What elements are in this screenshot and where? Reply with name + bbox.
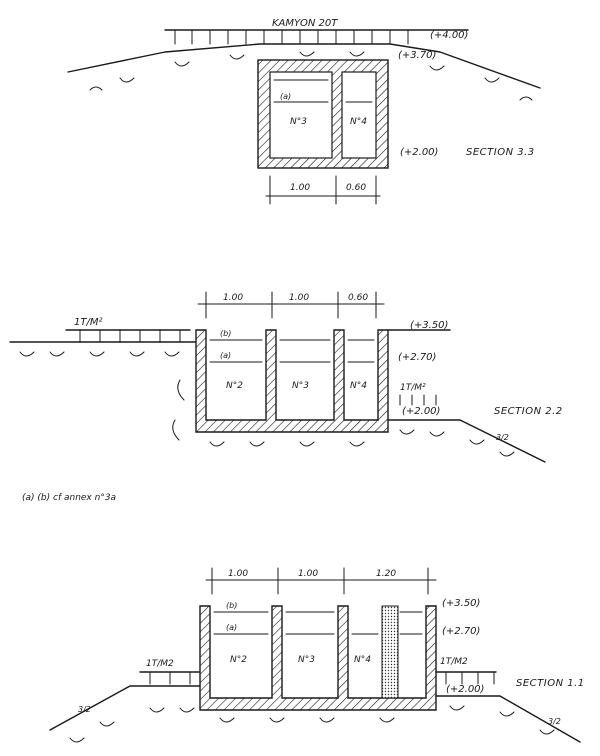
culvert-box-3-3: (a) N°3 N°4: [257, 59, 389, 169]
soil-marks: [69, 705, 555, 743]
reinforced-wall: [381, 605, 399, 699]
load-label-right: 1T/M²: [400, 383, 426, 393]
dim-2: 1.00: [289, 293, 309, 303]
dim-3: 0.60: [348, 293, 368, 303]
soil-marks: [89, 51, 533, 101]
level-mid: (+2.70): [398, 352, 436, 363]
section-2-2: 1.00 1.00 0.60 1T/M² (b) (a) N°2 N°3 N°4: [9, 291, 563, 463]
level-b-label: (b): [220, 329, 231, 338]
soil-marks: [209, 429, 515, 457]
level-bottom: (+2.00): [446, 684, 484, 695]
annex-note: (a) (b) cf annex n°3a: [22, 493, 116, 503]
slope-right-label: 3/2: [548, 717, 561, 726]
load-arrows: [174, 29, 409, 45]
section-title: SECTION 2.2: [494, 406, 563, 417]
level-top: (+3.50): [410, 320, 448, 331]
load-arrows-left: [149, 671, 191, 685]
cell-a-label: (a): [280, 92, 291, 101]
level-mid: (+2.70): [442, 626, 480, 637]
level-top: (+4.00): [430, 30, 468, 41]
section-title: SECTION 1.1: [516, 678, 585, 689]
level-b-label: (b): [226, 601, 237, 610]
section-title: SECTION 3.3: [466, 147, 535, 158]
cell-n2-label: N°2: [230, 655, 247, 665]
cell-n2-label: N°2: [226, 381, 243, 391]
ground-line: [67, 43, 541, 89]
level-mid: (+3.70): [398, 50, 436, 61]
load-label-right: 1T/M2: [440, 657, 468, 667]
cell-n4-label: N°4: [350, 117, 367, 127]
ground-left: [49, 685, 201, 731]
dim-1: 1.00: [290, 183, 310, 193]
dim-3: 1.20: [376, 569, 396, 579]
load-label-truck: KAMYON 20T: [272, 18, 338, 29]
cell-n3-label: N°3: [290, 117, 307, 127]
cell-n4-label: N°4: [354, 655, 371, 665]
culvert-box-2-2: (b) (a) N°2 N°3 N°4: [195, 329, 389, 433]
level-top: (+3.50): [442, 598, 480, 609]
load-arrows-right: [399, 394, 437, 406]
level-a-label: (a): [226, 623, 237, 632]
ground-right: [387, 419, 546, 463]
dim-2: 0.60: [346, 183, 366, 193]
level-bottom: (+2.00): [402, 406, 440, 417]
load-label-left: 1T/M2: [146, 659, 174, 669]
section-1-1: 1.00 1.00 1.20 (b) (a) N°2 N°3 N°4 (+3.5…: [49, 567, 585, 743]
dim-1: 1.00: [223, 293, 243, 303]
level-bottom: (+2.00): [400, 147, 438, 158]
load-arrows-right: [445, 671, 495, 685]
soil-marks: [19, 351, 185, 441]
load-label-left: 1T/M²: [74, 317, 102, 328]
level-a-label: (a): [220, 351, 231, 360]
slope-left-label: 3/2: [78, 705, 91, 714]
dim-1: 1.00: [228, 569, 248, 579]
culvert-box-1-1: (b) (a) N°2 N°3 N°4: [199, 601, 437, 711]
slope-label: 3/2: [496, 433, 509, 442]
section-3-3: KAMYON 20T (a) N°3 N°4 (+4.00) (+: [67, 18, 541, 205]
ground-right: [435, 695, 581, 743]
cell-n3-label: N°3: [298, 655, 315, 665]
dim-2: 1.00: [298, 569, 318, 579]
cell-n4-label: N°4: [350, 381, 367, 391]
cell-n3-label: N°3: [292, 381, 309, 391]
load-arrows: [79, 329, 181, 343]
